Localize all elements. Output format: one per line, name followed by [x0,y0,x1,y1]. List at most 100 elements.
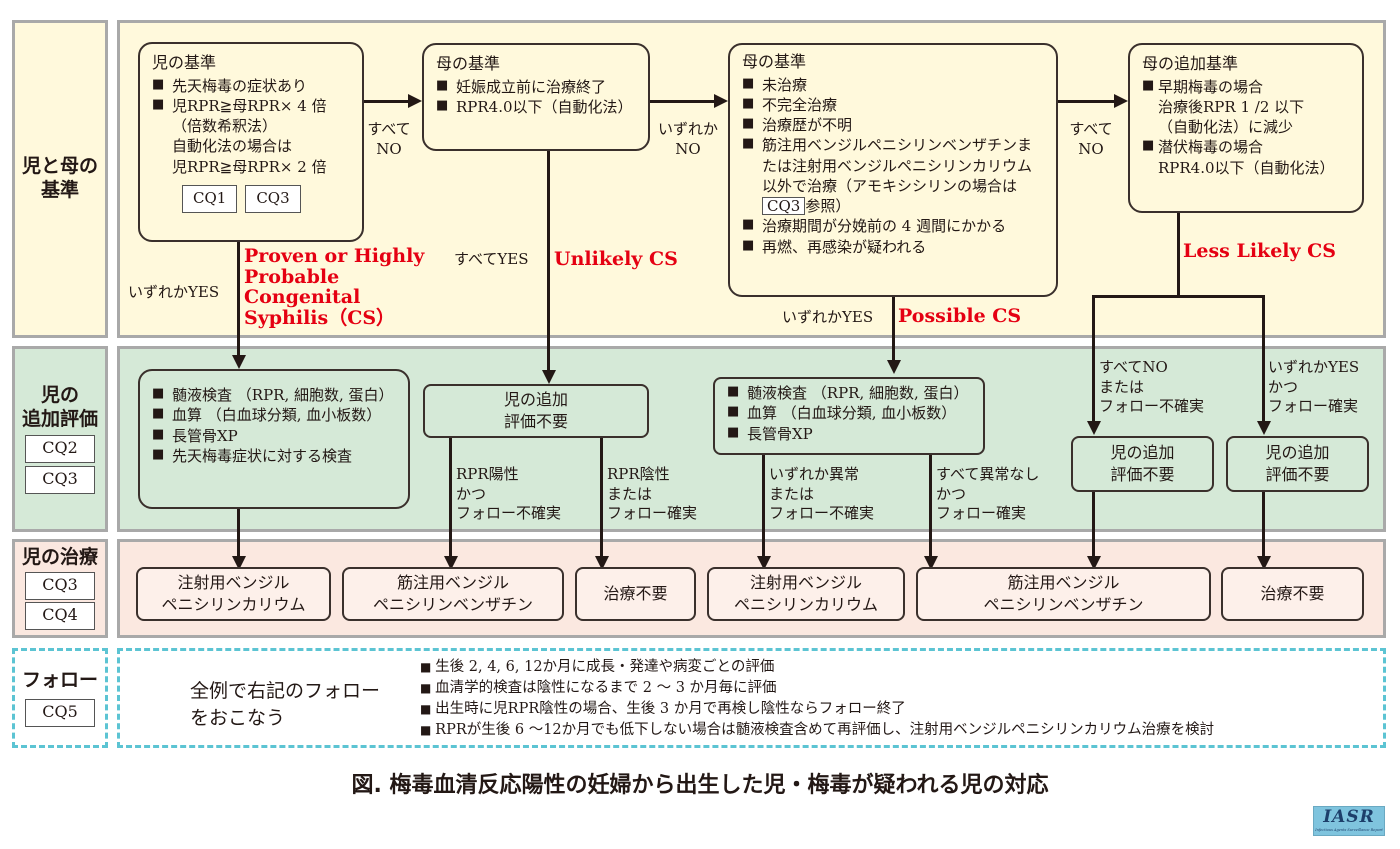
mother-additional-item: 早期梅毒の場合 治療後RPR 1 /2 以下 （自動化法）に減少 [1142,77,1350,138]
follow-item: ■ 出生時に児RPR陰性の場合、生後 3 か月で再検し陰性ならフォロー終了 [420,701,906,717]
iasr-logo: IASR Infectious Agents Surveillance Repo… [1313,806,1385,836]
mother-additional-head: 早期梅毒の場合 [1158,77,1264,96]
follow-item: ■ RPRが生後 6 ～12か月でも低下しない場合は髄液検査含めて再評価し、注射… [420,722,1215,738]
connector-line [364,100,410,103]
child-criteria-box: 児の基準 先天梅毒の症状あり 児RPR≧母RPR× 4 倍 （倍数希釈法） 自動… [138,42,364,242]
cq5-reference[interactable]: CQ5 [25,698,95,727]
connector-line [1092,492,1095,557]
mother-criteria-1-item: RPR4.0以下（自動化法） [436,97,636,117]
arrow-down-icon [1087,556,1101,570]
evaluation-item: 髄液検査 （RPR, 細胞数, 蛋白） [152,385,396,405]
row-label-follow: フォロー CQ5 [12,648,108,748]
edge-label-any-abnormal: いずれか異常またはフォロー不確実 [769,465,875,522]
mother-additional-box: 母の追加基準 早期梅毒の場合 治療後RPR 1 /2 以下 （自動化法）に減少 … [1128,43,1364,213]
category-possible: Possible CS [898,305,1022,327]
row-label-criteria: 児と母の 基準 [12,20,108,338]
mother-additional-sub: （自動化法）に減少 [1158,118,1294,137]
edge-label-rpr-negative: RPR陰性またはフォロー確実 [607,465,698,522]
mother-criteria-1-box: 母の基準 妊娠成立前に治療終了 RPR4.0以下（自動化法） [422,43,650,151]
child-criteria-sub: 児RPR≧母RPR× 2 倍 [172,157,327,176]
partial-evaluation-box: 髄液検査 （RPR, 細胞数, 蛋白） 血算 （白血球分類, 血小板数） 長管骨… [713,377,985,455]
arrow-down-icon [1257,421,1271,435]
connector-line [1092,295,1095,422]
mother-additional-sub: RPR4.0以下（自動化法） [1158,158,1335,177]
connector-line [1262,295,1265,422]
child-criteria-title: 児の基準 [152,53,217,72]
evaluation-item: 髄液検査 （RPR, 細胞数, 蛋白） [727,383,971,403]
category-less-likely: Less Likely CS [1183,240,1337,262]
treatment-bpg-1: 筋注用ベンジルペニシリンベンザチン [342,567,564,621]
arrow-right-icon [714,94,728,108]
mother-additional-head: 潜伏梅毒の場合 [1158,138,1264,157]
connector-line [929,455,932,557]
cq3-criteria-reference[interactable]: CQ3 [245,184,301,213]
mother-criteria-2-title: 母の基準 [742,52,807,71]
mother-criteria-2-item: 筋注用ベンジルペニシリンベンザチンまたは注射用ベンジルペニシリンカリウム以外で治… [742,135,1044,216]
mother-criteria-2-box: 母の基準 未治療 不完全治療 治療歴が不明 筋注用ベンジルペニシリンベンザチンま… [728,43,1058,297]
connector-line [449,438,452,557]
row-label-treatment-text: 児の治療 [21,546,98,568]
connector-line [1058,100,1116,103]
mother-criteria-1-item: 妊娠成立前に治療終了 [436,77,636,97]
connector-line [650,100,716,103]
row-label-evaluation: 児の 追加評価 CQ2 CQ3 [12,346,108,532]
edge-label-rpr-positive: RPR陽性かつフォロー不確実 [456,465,562,522]
cq3-inline-reference[interactable]: CQ3 [762,197,806,216]
figure-title: 図. 梅毒血清反応陽性の妊婦から出生した児・梅毒が疑われる児の対応 [351,773,1049,798]
connector-line [237,509,240,557]
evaluation-item: 血算 （白血球分類, 血小板数） [152,405,396,425]
arrow-down-icon [232,556,246,570]
cq3-treatment-reference[interactable]: CQ3 [25,571,95,600]
cq3-reference[interactable]: CQ3 [25,465,95,494]
iasr-logo-subtitle: Infectious Agents Surveillance Report [1315,828,1383,832]
row-label-evaluation-line1: 児の [40,384,79,407]
follow-summary: 全例で右記のフォロー をおこなう [190,680,381,729]
not-needed-box-3: 児の追加 評価不要 [1226,436,1369,492]
arrow-down-icon [1257,556,1271,570]
arrow-down-icon [887,360,901,374]
mother-additional-sub: 治療後RPR 1 /2 以下 [1158,97,1305,116]
treatment-none-1: 治療不要 [575,567,696,621]
iasr-logo-text: IASR [1323,807,1375,827]
treatment-none-2: 治療不要 [1221,567,1364,621]
child-criteria-sub: 自動化法の場合は [172,137,293,156]
category-proven: Proven or Highly Probable Congenital Syp… [244,245,425,329]
arrow-down-icon [757,556,771,570]
mother-additional-title: 母の追加基準 [1142,54,1239,73]
follow-band [117,648,1386,748]
mother-criteria-2-item: 治療歴が不明 [742,115,1044,135]
cq4-reference[interactable]: CQ4 [25,601,95,630]
treatment-bpg-2: 筋注用ベンジルペニシリンベンザチン [916,567,1211,621]
arrow-down-icon [1087,421,1101,435]
connector-line [600,438,603,557]
evaluation-item: 血算 （白血球分類, 血小板数） [727,403,971,423]
arrow-down-icon [542,370,556,384]
not-needed-box-1: 児の追加 評価不要 [423,384,649,438]
mother-criteria-2-item: 再燃、再感染が疑われる [742,237,1044,257]
cq2-reference[interactable]: CQ2 [25,434,95,463]
row-label-evaluation-line2: 追加評価 [21,408,98,430]
mother-additional-item: 潜伏梅毒の場合 RPR4.0以下（自動化法） [1142,137,1350,178]
evaluation-item: 長管骨XP [152,426,396,446]
mother-criteria-2-item: 未治療 [742,75,1044,95]
row-label-criteria-line2: 基準 [40,179,79,201]
edge-label-any-yes-1: いずれかYES [128,283,220,301]
arrow-right-icon [408,94,422,108]
treatment-pcg-k-2: 注射用ベンジルペニシリンカリウム [707,567,905,621]
cq1-reference[interactable]: CQ1 [182,184,238,213]
evaluation-item: 長管骨XP [727,424,971,444]
arrow-down-icon [444,556,458,570]
edge-label-any-yes-2: いずれかYES [782,308,874,326]
mother-criteria-2-item: 治療期間が分娩前の 4 週間にかかる [742,216,1044,236]
arrow-right-icon [1114,94,1128,108]
edge-label-all-normal: すべて異常なしかつフォロー確実 [936,465,1040,522]
connector-line [237,242,240,356]
mother-criteria-2-item4-tail: 参照） [805,197,851,216]
child-criteria-sub: （倍数希釈法） [172,117,278,136]
connector-line [1092,295,1265,298]
mother-criteria-2-item4-text: 筋注用ベンジルペニシリンベンザチンまたは注射用ベンジルペニシリンカリウム以外で治… [762,136,1033,195]
child-criteria-item: 先天梅毒の症状あり [152,76,350,96]
